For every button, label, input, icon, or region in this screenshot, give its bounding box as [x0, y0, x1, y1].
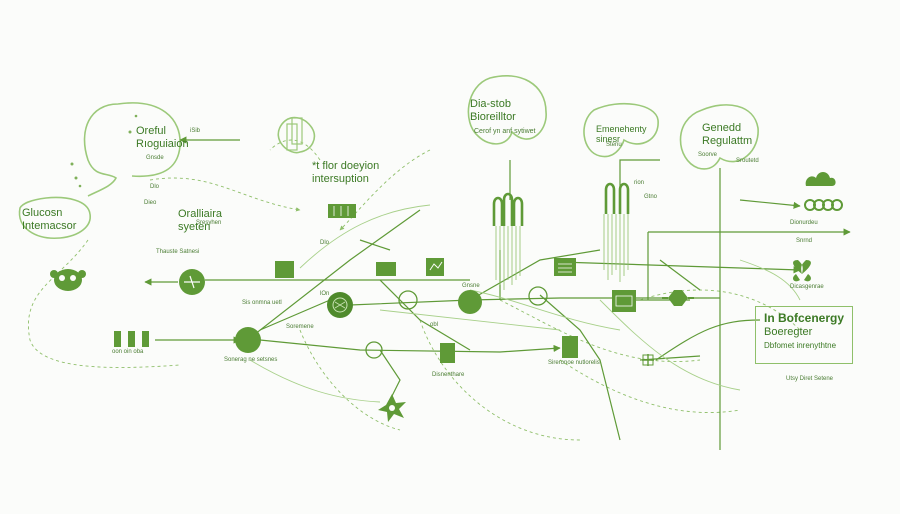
- bubble-energy: [583, 102, 659, 158]
- caption-right-tag-1: Stenu: [606, 142, 622, 148]
- label-energy: Emenehenty sinesr: [596, 124, 647, 145]
- label-diastob: Dia-stob Bioreilltor: [470, 98, 516, 123]
- circle-nodes: [179, 269, 548, 359]
- node-lower-ring: [365, 341, 383, 359]
- label-energy-line1: Emenehenty: [596, 124, 647, 134]
- caption-legend-foot: Utsy Diret Setene: [786, 376, 834, 382]
- bioreactor-right: [604, 182, 630, 214]
- bubble-diastob: [467, 74, 547, 145]
- node-mid-ring: [398, 290, 418, 310]
- bubble-flor: [277, 116, 316, 154]
- caption-mid-2: Gnsne: [462, 283, 480, 289]
- node-square-8: [328, 204, 356, 218]
- bubble-outlines: [18, 74, 759, 239]
- label-flor: *t flor doeyion intersuption: [312, 160, 379, 185]
- label-oreful-line1: Oreful: [136, 125, 166, 137]
- label-energy-line2: sinesr: [596, 134, 621, 145]
- node-square-6: [440, 343, 455, 363]
- dna-chain-icon: [804, 199, 843, 211]
- label-genedd-line2: Regulattm: [702, 134, 753, 147]
- bubble-genedd: [679, 104, 759, 170]
- node-square-2: [376, 262, 396, 276]
- bubble-glucose: [18, 196, 91, 239]
- thin-connectors: [249, 204, 801, 403]
- square-nodes: [275, 117, 636, 363]
- label-oreful: Oreful Rıoguiaion: [136, 125, 189, 150]
- enzyme-icon: [662, 290, 694, 306]
- caption-far-right-3: Dicasgenrae: [790, 284, 824, 290]
- bar-icons: [114, 331, 149, 347]
- caption-bottom-mid: Sireronoe nutlorelis: [548, 360, 600, 366]
- label-oreful-line2: Rıoguiaion: [136, 137, 189, 150]
- bar-icon-1: [114, 331, 121, 347]
- node-square-5: [612, 290, 636, 312]
- caption-system: Sresyhen: [196, 220, 222, 226]
- label-diastob-line2: Bioreilltor: [470, 110, 516, 123]
- node-lower-hub: [235, 327, 261, 353]
- label-glucose-line2: Intemacsor: [22, 219, 77, 232]
- caption-right-tag-3: Sroutetd: [736, 158, 759, 164]
- caption-mid-left-2: Dlo: [150, 184, 160, 190]
- label-glucose: Glucosn Intemacsor: [22, 207, 76, 232]
- cloud-icon: [805, 172, 836, 186]
- glyph-icons: [50, 172, 843, 422]
- caption-arrow-left: Thauste Satnesi: [156, 249, 200, 255]
- bioreactor-pipes: [495, 214, 629, 290]
- label-glucose-line1: Glucosn: [22, 207, 63, 219]
- molecule-icon: [50, 269, 86, 291]
- node-square-3: [426, 258, 444, 276]
- label-flor-line2: intersuption: [312, 172, 369, 185]
- caption-center-1: Sis onmna uetl: [242, 300, 282, 306]
- label-bioefcenergy-line3: Dbfomet inrenythtne: [764, 341, 837, 351]
- plant-icon: [793, 260, 811, 282]
- caption-nodes: lOn: [320, 291, 330, 297]
- bioreactor-columns: [492, 182, 630, 226]
- caption-left-row: oon oin oba: [112, 349, 144, 355]
- bar-icon-2: [128, 331, 135, 347]
- caption-top-left-note: Dlo: [320, 240, 330, 246]
- caption-far-right-1: Dionurdeu: [790, 220, 818, 226]
- caption-hub: Sonerag ne setsnes: [224, 357, 278, 363]
- label-diastob-line1: Dia-stob: [470, 98, 511, 110]
- bioreactor-left: [492, 192, 524, 226]
- label-bioefcenergy: In Bofcenergy Boeregter Dbfomet inrenyth…: [764, 311, 845, 351]
- caption-right-1: rion: [634, 180, 645, 186]
- star-cell-icon: [378, 394, 406, 422]
- node-target-icon: [334, 301, 346, 309]
- caption-mid-left-3: Dieo: [144, 200, 157, 206]
- node-center: [458, 290, 482, 314]
- node-square-1: [275, 261, 294, 278]
- label-orlaliaira-line2: syeten: [178, 220, 211, 233]
- cross-icon: [642, 354, 654, 366]
- solid-connectors: [144, 136, 851, 450]
- label-bioefcenergy-line1: In Bofcenergy: [764, 311, 845, 325]
- caption-right-tag-2: Soorve: [698, 152, 718, 158]
- label-flor-line1: *t flor doeyion: [312, 160, 380, 172]
- node-right-ring: [528, 286, 548, 306]
- node-square-7: [562, 336, 578, 358]
- label-genedd-line1: Genedd: [702, 122, 742, 134]
- caption-far-right-2: Snrnd: [796, 238, 813, 244]
- caption-far-right-4: Disnenthare: [432, 372, 465, 378]
- dashed-connectors: [28, 139, 801, 441]
- caption-top-mid-arrow: iSib: [190, 128, 201, 134]
- bubble-oreful: [83, 102, 181, 197]
- node-square-4: [554, 258, 576, 276]
- label-genedd: Genedd Regulattm: [702, 122, 752, 147]
- caption-cycle: Cerof yn anf sytiwet: [474, 128, 536, 135]
- caption-right-2: Gtno: [644, 194, 658, 200]
- caption-center-2: Soremene: [286, 324, 314, 330]
- caption-mid-left-1: Gnsde: [146, 155, 164, 161]
- bar-icon-3: [142, 331, 149, 347]
- label-orlaliaira-line1: Oralliaira: [178, 208, 223, 220]
- legend-box: [755, 306, 853, 364]
- label-orlaliaira: Oralliaira syeten: [178, 208, 222, 233]
- caption-mid-1: obl: [430, 322, 439, 328]
- decor-dots: [70, 114, 138, 188]
- label-bioefcenergy-line2: Boeregter: [764, 325, 813, 338]
